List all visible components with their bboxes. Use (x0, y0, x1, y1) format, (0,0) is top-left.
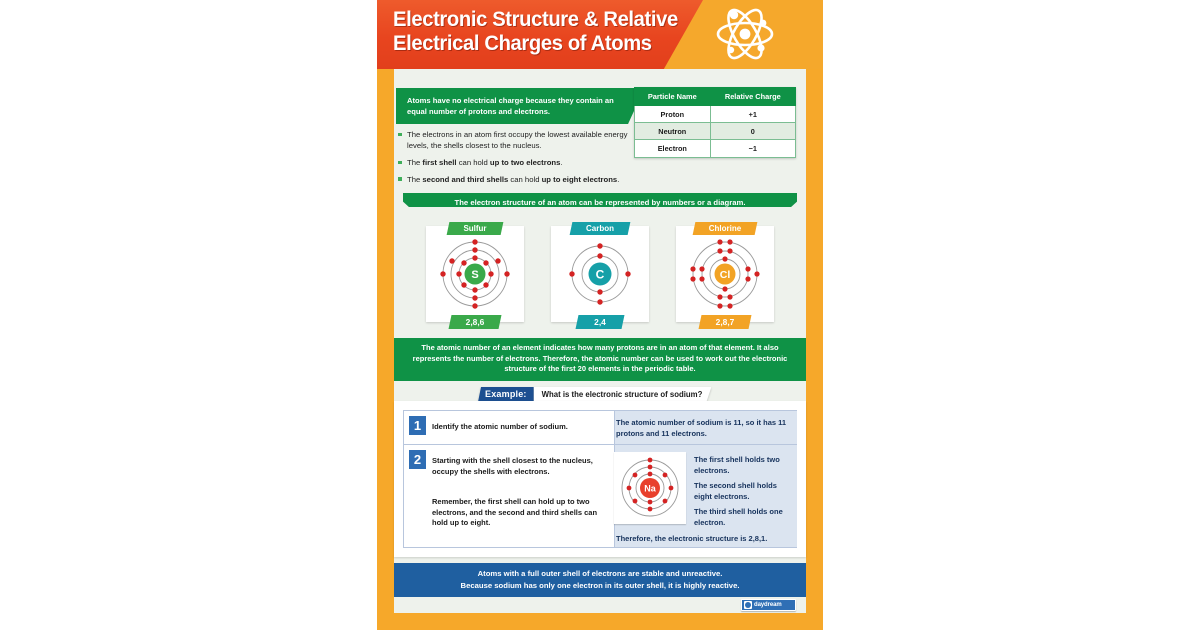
element-config-tag-carbon: 2,4 (575, 315, 625, 329)
step-1-number: 1 (409, 416, 426, 435)
summary-line-1: Atoms with a full outer shell of electro… (477, 569, 723, 578)
atom-icon (716, 8, 774, 60)
summary-banner: Atoms with a full outer shell of electro… (394, 563, 806, 597)
sodium-fact-1: The first shell holds two electrons. (694, 455, 780, 475)
bullet-bold: second and third shells (422, 174, 509, 184)
svg-text:C: C (596, 268, 605, 282)
atomic-number-paragraph: The atomic number of an element indicate… (394, 338, 806, 381)
bullet-text: The (407, 174, 423, 184)
list-item: The first shell can hold up to two elect… (398, 157, 630, 168)
step-2-remember: Remember, the first shell can hold up to… (432, 497, 598, 528)
table-row: Proton +1 (634, 104, 797, 124)
representation-strip: The electron structure of an atom can be… (403, 193, 797, 207)
bullet-text: The (407, 158, 423, 168)
table-row: Electron −1 (634, 139, 797, 158)
bullet-list: The electrons in an atom first occupy th… (398, 129, 630, 191)
step-1-answer: The atomic number of sodium is 11, so it… (616, 418, 787, 438)
sodium-fact-2: The second shell holds eight electrons. (694, 481, 777, 501)
element-config-tag-chlorine: 2,8,7 (698, 315, 752, 329)
example-question: What is the electronic structure of sodi… (534, 387, 712, 402)
cell-charge: 0 (709, 122, 797, 141)
list-item: The electrons in an atom first occupy th… (398, 129, 630, 152)
chlorine-atom-diagram: Cl (690, 239, 760, 309)
bullet-text: . (617, 174, 620, 184)
poster-header: Electronic Structure & Relative Electric… (377, 0, 823, 69)
sulfur-atom-diagram: S (440, 239, 510, 309)
sodium-atom-diagram: Na (621, 457, 679, 517)
table-row: Neutron 0 (634, 122, 797, 141)
bullet-bold: first shell (422, 158, 457, 168)
step-2-instruction: Starting with the shell closest to the n… (432, 456, 593, 476)
cell-charge: +1 (709, 104, 797, 124)
element-name-tag-carbon: Carbon (569, 222, 631, 235)
svg-text:Cl: Cl (720, 269, 731, 281)
column-header-charge: Relative Charge (709, 87, 797, 106)
element-card-chlorine: Cl Chlorine 2,8,7 (676, 222, 774, 329)
step-1-instruction: Identify the atomic number of sodium. (432, 422, 568, 431)
cell-particle: Proton (634, 104, 711, 124)
daydream-logo-icon (744, 601, 752, 609)
carbon-atom-diagram: C (569, 243, 631, 305)
example-label: Example: (478, 387, 534, 402)
bullet-text: The electrons in an atom first occupy th… (407, 130, 628, 151)
example-header: Example: What is the electronic structur… (478, 387, 711, 402)
svg-text:Na: Na (644, 484, 656, 494)
logo-text: daydream (754, 602, 782, 608)
bullet-bold: up to eight electrons (541, 174, 618, 184)
summary-line-2: Because sodium has only one electron in … (460, 580, 740, 590)
cell-charge: −1 (709, 139, 797, 158)
particle-charge-table: Particle Name Relative Charge Proton +1 … (634, 87, 797, 158)
cell-particle: Electron (634, 139, 711, 158)
sodium-conclusion: Therefore, the electronic structure is 2… (616, 534, 768, 543)
element-name-tag-chlorine: Chlorine (692, 222, 758, 235)
cell-particle: Neutron (634, 122, 711, 141)
bullet-bold: up to two electrons (489, 158, 561, 168)
sodium-atom-card: Na (614, 452, 686, 524)
element-card-group: S Sulfur 2,8,6 (408, 216, 792, 329)
bullet-text: can hold (456, 158, 490, 168)
list-item: The second and third shells can hold up … (398, 174, 630, 185)
bullet-text: . (560, 158, 563, 168)
svg-text:S: S (471, 269, 478, 281)
element-card-sulfur: S Sulfur 2,8,6 (426, 222, 524, 329)
title-line-1: Electronic Structure & Relative (393, 7, 678, 31)
daydream-logo[interactable]: daydream (741, 599, 796, 611)
column-header-particle: Particle Name (634, 87, 711, 106)
table-header-row: Particle Name Relative Charge (634, 87, 797, 106)
bullet-text: can hold (508, 174, 542, 184)
step-2-number: 2 (409, 450, 426, 469)
header-red-band (377, 0, 703, 69)
title-line-2: Electrical Charges of Atoms (393, 31, 652, 55)
element-card-carbon: C Carbon 2,4 (551, 222, 649, 329)
sodium-fact-3: The third shell holds one electron. (694, 507, 783, 527)
row-divider (404, 444, 797, 445)
intro-callout: Atoms have no electrical charge because … (396, 88, 634, 124)
element-name-tag-sulfur: Sulfur (446, 222, 504, 235)
page-title: Electronic Structure & Relative Electric… (393, 7, 681, 55)
element-config-tag-sulfur: 2,8,6 (448, 315, 502, 329)
